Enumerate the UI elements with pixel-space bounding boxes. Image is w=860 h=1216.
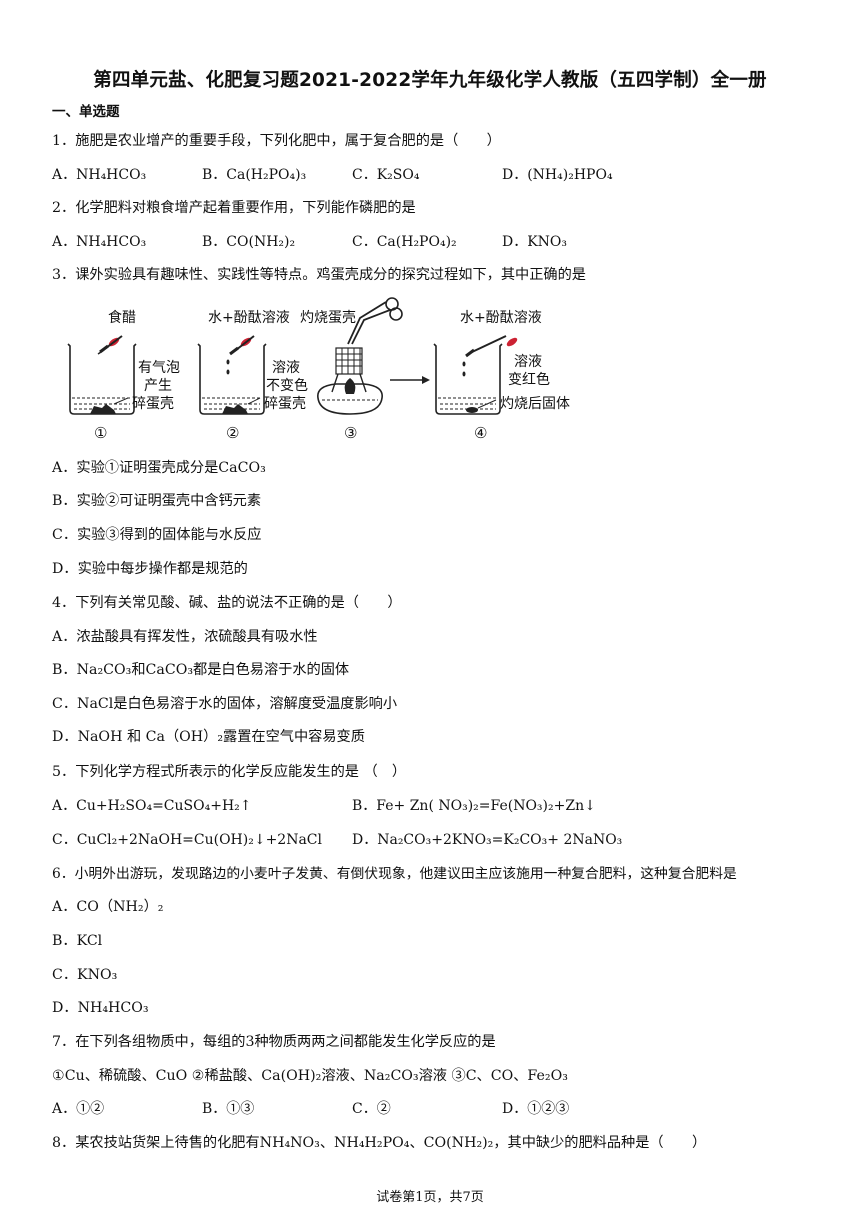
fig-label-1-top: 食醋 bbox=[108, 309, 136, 326]
fig-label-2-r1: 溶液 bbox=[272, 360, 300, 376]
q7-option-c: C．② bbox=[352, 1101, 391, 1117]
process-arrow bbox=[390, 376, 430, 384]
q3-option-c: C．实验③得到的固体能与水反应 bbox=[52, 527, 262, 543]
document-title: 第四单元盐、化肥复习题2021-2022学年九年级化学人教版（五四学制）全一册 bbox=[93, 70, 767, 91]
experiment-figure: 食醋 有气泡 产生 碎蛋壳 ① 水+酚酞溶液 溶液 不变色 碎蛋壳 ② 灼烧蛋壳… bbox=[67, 297, 570, 442]
beaker-2 bbox=[197, 335, 267, 415]
fig-label-3-top: 灼烧蛋壳 bbox=[300, 309, 356, 326]
question-8-stem: 8．某农技站货架上待售的化肥有NH₄NO₃、NH₄H₂PO₄、CO(NH₂)₂，… bbox=[52, 1135, 707, 1151]
q6-option-a: A．CO（NH₂）₂ bbox=[52, 899, 164, 915]
q4-option-a: A．浓盐酸具有挥发性，浓硫酸具有吸水性 bbox=[52, 629, 318, 645]
fig-label-2-r2: 不变色 bbox=[266, 377, 308, 394]
fig-label-4-r3: 灼烧后固体 bbox=[500, 396, 570, 412]
question-4-stem: 4．下列有关常见酸、碱、盐的说法不正确的是（ ） bbox=[52, 595, 402, 611]
q4-option-b: B．Na₂CO₃和CaCO₃都是白色易溶于水的固体 bbox=[52, 662, 350, 678]
question-2-stem: 2．化学肥料对粮食增产起着重要作用，下列能作磷肥的是 bbox=[52, 200, 416, 216]
fig-number-3: ③ bbox=[344, 424, 357, 442]
question-7-sub: ①Cu、稀硫酸、CuO ②稀盐酸、Ca(OH)₂溶液、Na₂CO₃溶液 ③C、C… bbox=[52, 1068, 568, 1084]
q6-option-d: D．NH₄HCO₃ bbox=[52, 1000, 149, 1016]
q2-option-a: A．NH₄HCO₃ bbox=[52, 234, 147, 250]
q7-option-a: A．①② bbox=[52, 1101, 105, 1117]
q3-option-a: A．实验①证明蛋壳成分是CaCO₃ bbox=[52, 460, 266, 476]
q2-option-b: B．CO(NH₂)₂ bbox=[202, 234, 296, 250]
question-7-stem: 7．在下列各组物质中，每组的3种物质两两之间都能发生化学反应的是 bbox=[52, 1034, 496, 1050]
fig-label-1-r1: 有气泡 bbox=[138, 360, 180, 376]
page-footer: 试卷第1页，共7页 bbox=[376, 1190, 484, 1205]
q7-option-d: D．①②③ bbox=[502, 1101, 570, 1117]
q5-option-c: C．CuCl₂+2NaOH=Cu(OH)₂↓+2NaCl bbox=[52, 832, 322, 848]
fig-number-1: ① bbox=[94, 424, 107, 442]
fig-number-4: ④ bbox=[474, 424, 487, 442]
beaker-4 bbox=[433, 335, 518, 415]
fig-label-4-r2: 变红色 bbox=[508, 371, 550, 388]
fig-label-1-r3: 碎蛋壳 bbox=[132, 395, 174, 412]
q6-option-c: C．KNO₃ bbox=[52, 967, 118, 983]
fig-label-4-r1: 溶液 bbox=[514, 354, 542, 370]
q5-option-a: A．Cu+H₂SO₄=CuSO₄+H₂↑ bbox=[52, 798, 252, 814]
beaker-1 bbox=[67, 335, 137, 415]
fig-number-2: ② bbox=[226, 424, 239, 442]
alcohol-burner-with-tongs bbox=[317, 297, 403, 415]
fig-label-1-r2: 产生 bbox=[144, 378, 172, 394]
q7-option-b: B．①③ bbox=[202, 1101, 255, 1117]
q6-option-b: B．KCl bbox=[52, 933, 103, 949]
q1-option-c: C．K₂SO₄ bbox=[352, 167, 420, 183]
q2-option-c: C．Ca(H₂PO₄)₂ bbox=[352, 234, 457, 250]
q4-option-c: C．NaCl是白色易溶于水的固体，溶解度受温度影响小 bbox=[52, 696, 398, 712]
q5-option-d: D．Na₂CO₃+2KNO₃=K₂CO₃+ 2NaNO₃ bbox=[352, 832, 623, 848]
q3-option-b: B．实验②可证明蛋壳中含钙元素 bbox=[52, 493, 262, 509]
fig-label-2-r3: 碎蛋壳 bbox=[264, 395, 306, 412]
question-6-stem: 6．小明外出游玩，发现路边的小麦叶子发黄、有倒伏现象，他建议田主应该施用一种复合… bbox=[52, 866, 737, 882]
q1-option-d: D．(NH₄)₂HPO₄ bbox=[502, 167, 613, 183]
fig-label-4-top: 水+酚酞溶液 bbox=[460, 310, 542, 326]
q5-option-b: B．Fe+ Zn( NO₃)₂=Fe(NO₃)₂+Zn↓ bbox=[352, 798, 596, 814]
q3-option-d: D．实验中每步操作都是规范的 bbox=[52, 561, 248, 577]
q1-option-a: A．NH₄HCO₃ bbox=[52, 167, 147, 183]
question-1-stem: 1．施肥是农业增产的重要手段，下列化肥中，属于复合肥的是（ ） bbox=[52, 133, 501, 149]
question-5-stem: 5．下列化学方程式所表示的化学反应能发生的是 （ ） bbox=[52, 764, 407, 780]
question-3-stem: 3．课外实验具有趣味性、实践性等特点。鸡蛋壳成分的探究过程如下，其中正确的是 bbox=[52, 267, 586, 283]
q1-option-b: B．Ca(H₂PO₄)₃ bbox=[202, 167, 307, 183]
q2-option-d: D．KNO₃ bbox=[502, 234, 568, 250]
fig-label-2-top: 水+酚酞溶液 bbox=[208, 310, 290, 326]
q4-option-d: D．NaOH 和 Ca（OH）₂露置在空气中容易变质 bbox=[52, 729, 365, 745]
section-heading: 一、单选题 bbox=[52, 104, 120, 120]
